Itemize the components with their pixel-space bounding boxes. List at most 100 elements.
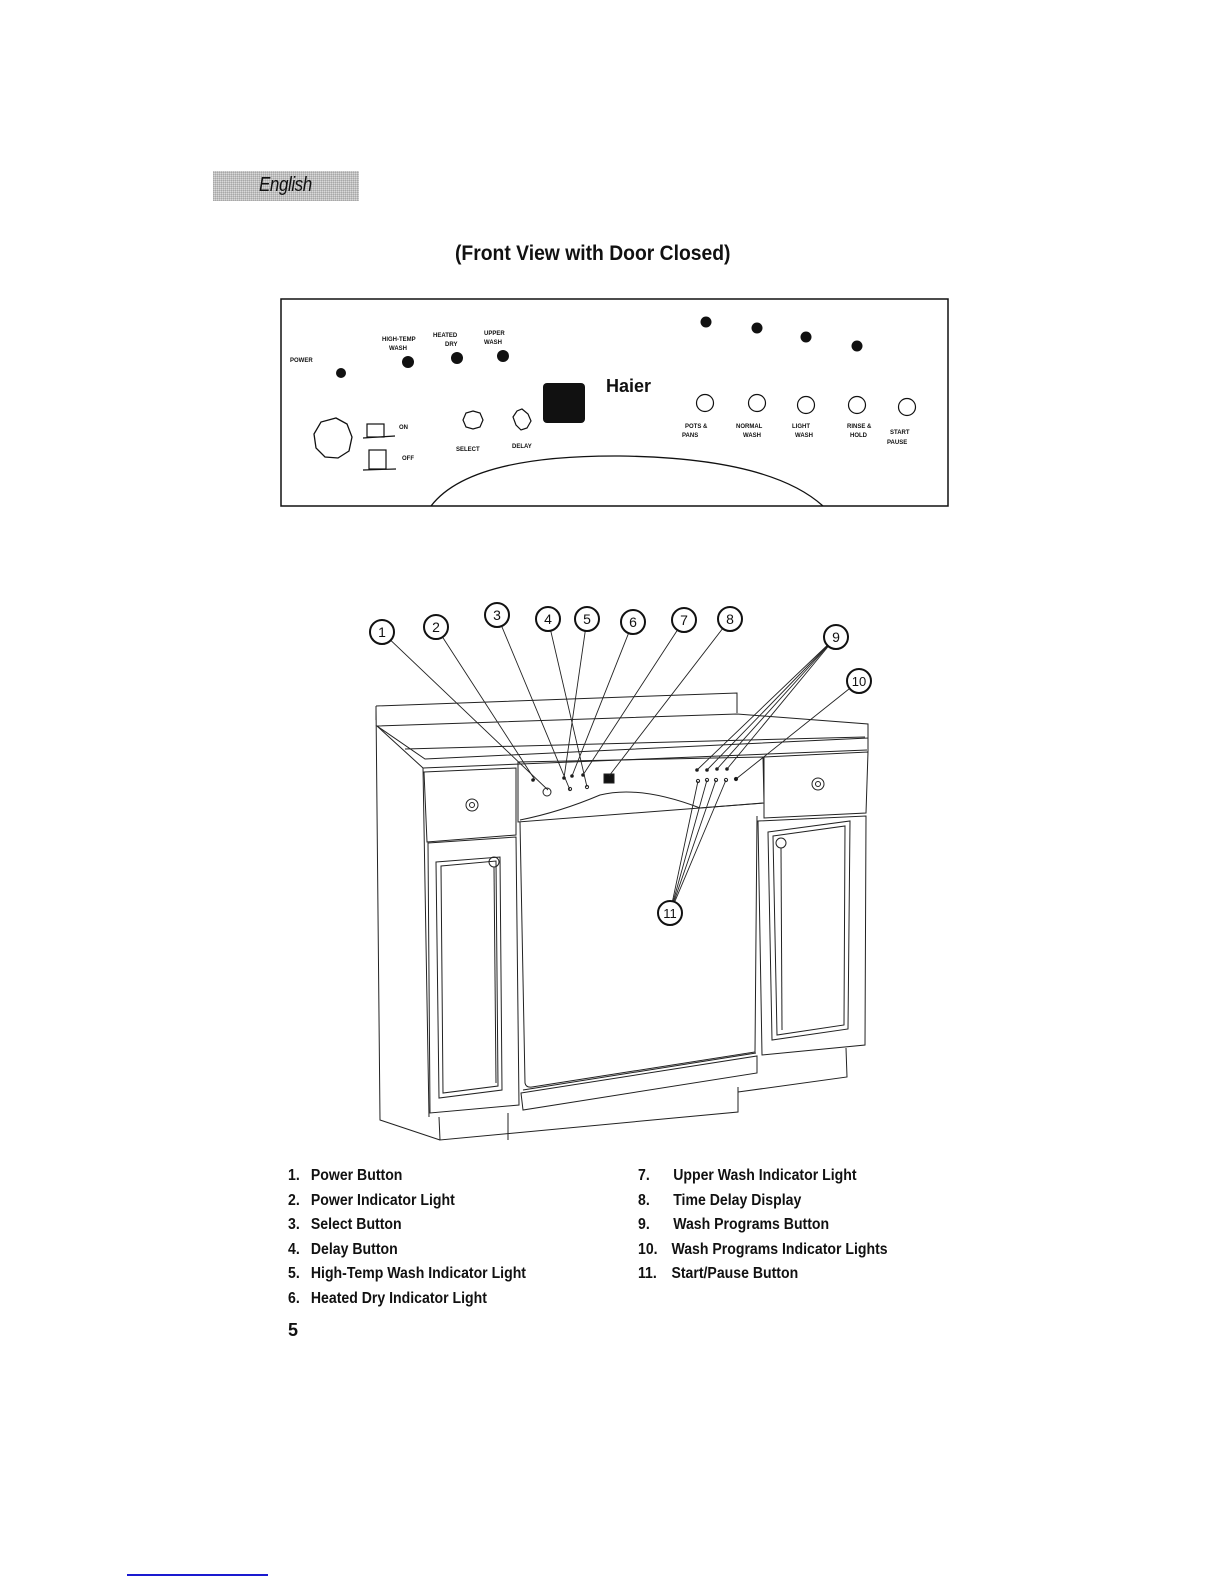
legend-item-number: 1. <box>288 1167 300 1184</box>
program-label-2-1: NORMAL <box>736 424 763 430</box>
dishwasher-door <box>519 815 758 1088</box>
dishwasher-control-strip <box>517 756 765 823</box>
power-button[interactable] <box>313 417 353 459</box>
mini-power-button <box>542 787 552 797</box>
select-button[interactable] <box>462 410 484 430</box>
callout-10-leader <box>735 680 860 780</box>
callout-11-number: 11 <box>663 906 677 921</box>
on-switch-base <box>362 435 396 439</box>
callout-11-leader <box>669 779 727 914</box>
legend-item: 8.Time Delay Display <box>638 1189 888 1214</box>
right-door-knob <box>775 837 787 849</box>
control-panel-diagram: POWER HIGH-TEMP WASH HEATED DRY UPPER WA… <box>280 298 949 507</box>
mini-power-light <box>531 778 535 782</box>
legend-item-text: Power Indicator Light <box>310 1191 455 1209</box>
legend-item: 1.Power Button <box>288 1164 526 1189</box>
program-indicator-light-3 <box>800 331 812 343</box>
legend-item-number: 4. <box>288 1240 300 1258</box>
off-switch[interactable] <box>368 449 387 470</box>
callout-2-leader <box>435 626 536 781</box>
upper-wash-label-1: UPPER <box>484 331 505 337</box>
legend-item-text: Start/Pause Button <box>671 1265 799 1282</box>
mini-time-display <box>603 773 615 784</box>
left-door-hinge <box>493 866 497 1084</box>
heated-dry-indicator-light <box>451 352 463 364</box>
high-temp-label-1: HIGH-TEMP <box>382 337 416 343</box>
legend-item-number: 10. <box>638 1240 658 1258</box>
callout-9-number: 9 <box>832 629 840 645</box>
left-drawer-knob <box>465 798 479 812</box>
delay-label: DELAY <box>512 444 532 450</box>
backsplash <box>375 692 738 713</box>
wash-program-button-1[interactable] <box>695 393 715 413</box>
legend-item-text: Wash Programs Button <box>673 1216 830 1233</box>
left-drawer <box>423 767 517 843</box>
callout-6-leader <box>571 621 634 777</box>
program-indicator-light-2 <box>751 322 763 334</box>
program-indicator-light-4 <box>851 340 863 352</box>
legend-item: 11.Start/Pause Button <box>638 1262 888 1287</box>
callout-2-circle <box>423 614 449 640</box>
program-label-5-2: PAUSE <box>887 440 907 446</box>
legend-item-text: Wash Programs Indicator Lights <box>671 1240 888 1258</box>
footer-rule <box>127 1574 268 1576</box>
legend-item-number: 3. <box>288 1216 300 1233</box>
callout-9-leader <box>726 636 837 770</box>
wash-program-button-2[interactable] <box>747 393 767 413</box>
callout-3-number: 3 <box>493 607 501 623</box>
legend-item: 6. Heated Dry Indicator Light <box>288 1287 526 1312</box>
dishwasher-kick-plate <box>520 1055 758 1111</box>
callout-9-circle <box>823 624 849 650</box>
wash-program-button-3[interactable] <box>796 395 816 415</box>
callout-2-number: 2 <box>432 619 440 635</box>
language-tab-label: English <box>259 174 312 196</box>
heated-dry-label-2: DRY <box>445 342 457 348</box>
language-tab: English <box>213 171 359 201</box>
legend-item: 9. Wash Programs Button <box>638 1213 888 1238</box>
callout-11-leader <box>669 779 708 914</box>
mini-select-button <box>567 786 573 792</box>
mini-prog-button-3 <box>713 777 719 783</box>
countertop <box>375 713 869 760</box>
right-cabinet-door <box>767 820 851 1041</box>
program-indicator-light-1 <box>700 316 712 328</box>
program-label-3-2: WASH <box>795 433 813 439</box>
legend-item-text: Heated Dry Indicator Light <box>310 1289 487 1307</box>
delay-button[interactable] <box>512 408 532 431</box>
mini-prog-button-4 <box>723 777 729 783</box>
legend-item-text: Select Button <box>310 1216 402 1233</box>
legend-item-number: 9. <box>638 1216 650 1233</box>
legend-item-text: Upper Wash Indicator Light <box>673 1167 857 1184</box>
program-label-2-2: WASH <box>743 433 761 439</box>
start-pause-button[interactable] <box>897 397 917 417</box>
callout-10-circle <box>846 668 872 694</box>
callout-4-leader <box>547 618 588 788</box>
callout-7-leader <box>582 619 685 776</box>
callout-11-leader <box>669 779 717 914</box>
callout-8-leader <box>608 618 731 777</box>
callout-1-leader <box>381 631 549 791</box>
legend-item: 10. Wash Programs Indicator Lights <box>638 1238 888 1263</box>
legend-item-number: 6. <box>288 1289 300 1307</box>
callout-3-circle <box>484 602 510 628</box>
program-label-4-1: RINSE & <box>847 424 872 430</box>
wash-program-button-4[interactable] <box>847 395 867 415</box>
brand-logo: Haier <box>606 376 651 396</box>
callout-5-leader <box>563 618 588 779</box>
left-cabinet-side <box>375 705 441 1141</box>
callout-4-number: 4 <box>544 611 552 627</box>
legend-item-number: 5. <box>288 1265 300 1282</box>
legend-item: 7.Upper Wash Indicator Light <box>638 1164 888 1189</box>
on-label: ON <box>399 425 408 431</box>
installed-dishwasher-diagram <box>375 692 869 1141</box>
callout-9-leader <box>716 636 837 770</box>
select-label: SELECT <box>456 447 480 453</box>
left-cabinet-edge <box>376 725 430 1118</box>
power-indicator-light <box>336 368 346 378</box>
on-switch[interactable] <box>366 423 385 438</box>
left-cabinet-door-panel <box>440 860 499 1094</box>
right-cabinet-frame <box>757 815 867 1056</box>
callout-7-number: 7 <box>680 612 688 628</box>
